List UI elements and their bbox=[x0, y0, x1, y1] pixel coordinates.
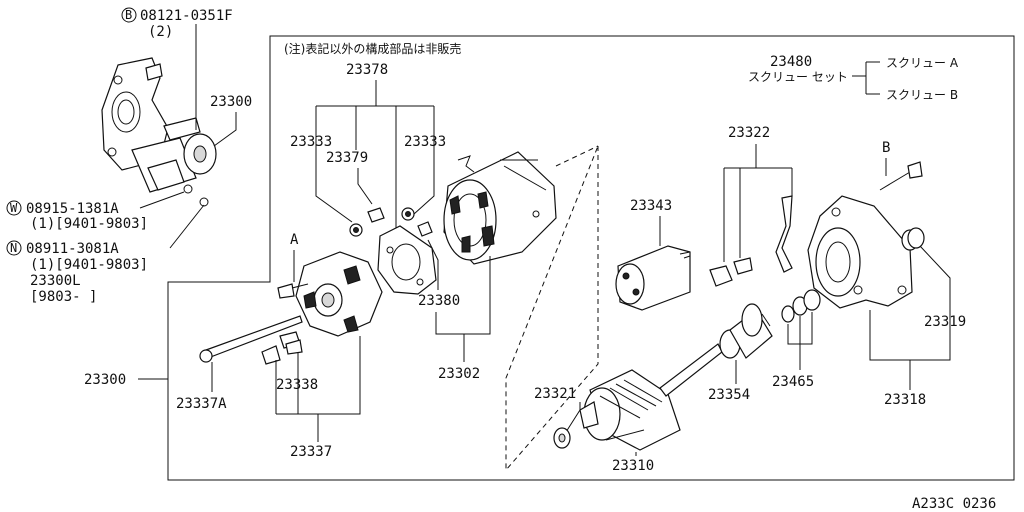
bushing-23333-right-drawing bbox=[401, 207, 433, 237]
bushing-23319-drawing bbox=[901, 227, 925, 251]
screw-b-label: スクリュー B bbox=[886, 88, 958, 102]
bushing-23333-left-drawing bbox=[349, 223, 363, 237]
solenoid-drawing bbox=[615, 245, 691, 311]
bolt-b-letter: B bbox=[882, 140, 890, 156]
dashed-group-edge bbox=[555, 145, 599, 167]
main-frame bbox=[167, 35, 1015, 481]
bolt-a-drawing bbox=[277, 283, 309, 299]
part-23465: 23465 bbox=[772, 374, 814, 390]
rear-cover-drawing bbox=[295, 251, 383, 337]
note-text: (注)表記以外の構成部品は非販売 bbox=[284, 41, 461, 56]
part-23321: 23321 bbox=[534, 386, 576, 402]
bolt-b-drawing bbox=[879, 161, 923, 191]
leader-callout-n bbox=[169, 204, 205, 249]
part-23333-right: 23333 bbox=[404, 134, 446, 150]
part-23343: 23343 bbox=[630, 198, 672, 214]
leader-23321 bbox=[565, 402, 581, 433]
part-23300-main: 23300 bbox=[84, 372, 126, 388]
washer-23321-drawing bbox=[553, 427, 571, 449]
leader-23322 bbox=[723, 144, 793, 262]
figure-code: A233C 0236 bbox=[912, 496, 996, 512]
callout-w-part: 08915-1381A bbox=[26, 201, 119, 217]
part-23380: 23380 bbox=[418, 293, 460, 309]
part-23333-left: 23333 bbox=[290, 134, 332, 150]
part-23300-top: 23300 bbox=[210, 94, 252, 110]
starter-inset-illustration bbox=[131, 117, 217, 207]
callout-w-mark: W bbox=[10, 201, 18, 215]
callout-n-part: 08911-3081A bbox=[26, 241, 119, 257]
callout-n-mark: N bbox=[10, 241, 17, 255]
part-23322: 23322 bbox=[728, 125, 770, 141]
callout-w-circle bbox=[6, 200, 22, 216]
bolt-a-letter: A bbox=[290, 232, 299, 248]
bushing-23379-drawing bbox=[367, 207, 385, 223]
screw-set-bracket bbox=[852, 61, 880, 95]
part-23379: 23379 bbox=[326, 150, 368, 166]
drive-housing-drawing bbox=[807, 195, 913, 309]
callout-b-circle bbox=[121, 7, 137, 23]
part-23302: 23302 bbox=[438, 366, 480, 382]
leader-callout-w bbox=[139, 191, 185, 209]
leader-23380 bbox=[427, 239, 439, 290]
callout-n-qty: (1)[9401-9803] bbox=[30, 257, 148, 273]
part-23319: 23319 bbox=[924, 314, 966, 330]
part-23337a: 23337A bbox=[176, 396, 227, 412]
yoke-housing-drawing bbox=[443, 151, 557, 265]
part-23310: 23310 bbox=[612, 458, 654, 474]
part-23354: 23354 bbox=[708, 387, 750, 403]
callout-n-circle bbox=[6, 240, 22, 256]
lever-23322-drawing bbox=[709, 195, 793, 287]
screw-set-part: 23480 bbox=[770, 54, 812, 70]
leader-23319-frame bbox=[869, 245, 951, 361]
leader-23379 bbox=[357, 168, 373, 205]
leader-23300-top bbox=[213, 112, 237, 147]
callout-b-mark: B bbox=[125, 8, 132, 22]
rings-23465-drawing bbox=[781, 289, 821, 323]
part-23337: 23337 bbox=[290, 444, 332, 460]
callout-w-qty: (1)[9401-9803] bbox=[30, 216, 148, 232]
leader-23302-frame bbox=[435, 256, 491, 335]
armature-drawing bbox=[579, 343, 723, 451]
screw-set-label: スクリュー セット bbox=[748, 70, 848, 84]
screw-a-label: スクリュー A bbox=[886, 56, 959, 70]
dashed-group-outline bbox=[505, 145, 599, 472]
leader-23378 bbox=[315, 80, 435, 252]
clutch-drawing bbox=[719, 303, 773, 359]
through-bolt-drawing bbox=[199, 315, 303, 363]
bushing-23338-drawing bbox=[261, 331, 303, 365]
callout-l-part: 23300L bbox=[30, 273, 81, 289]
leader-23337-bracket bbox=[275, 336, 361, 415]
part-23378: 23378 bbox=[346, 62, 388, 78]
callout-l-range: [9803- ] bbox=[30, 289, 97, 305]
engine-mount-assembly bbox=[101, 57, 169, 171]
brush-holder-plate-drawing bbox=[377, 225, 437, 295]
callout-b-qty: (2) bbox=[148, 24, 173, 40]
part-23338: 23338 bbox=[276, 377, 318, 393]
callout-b-part: 08121-0351F bbox=[140, 8, 233, 24]
part-23318: 23318 bbox=[884, 392, 926, 408]
